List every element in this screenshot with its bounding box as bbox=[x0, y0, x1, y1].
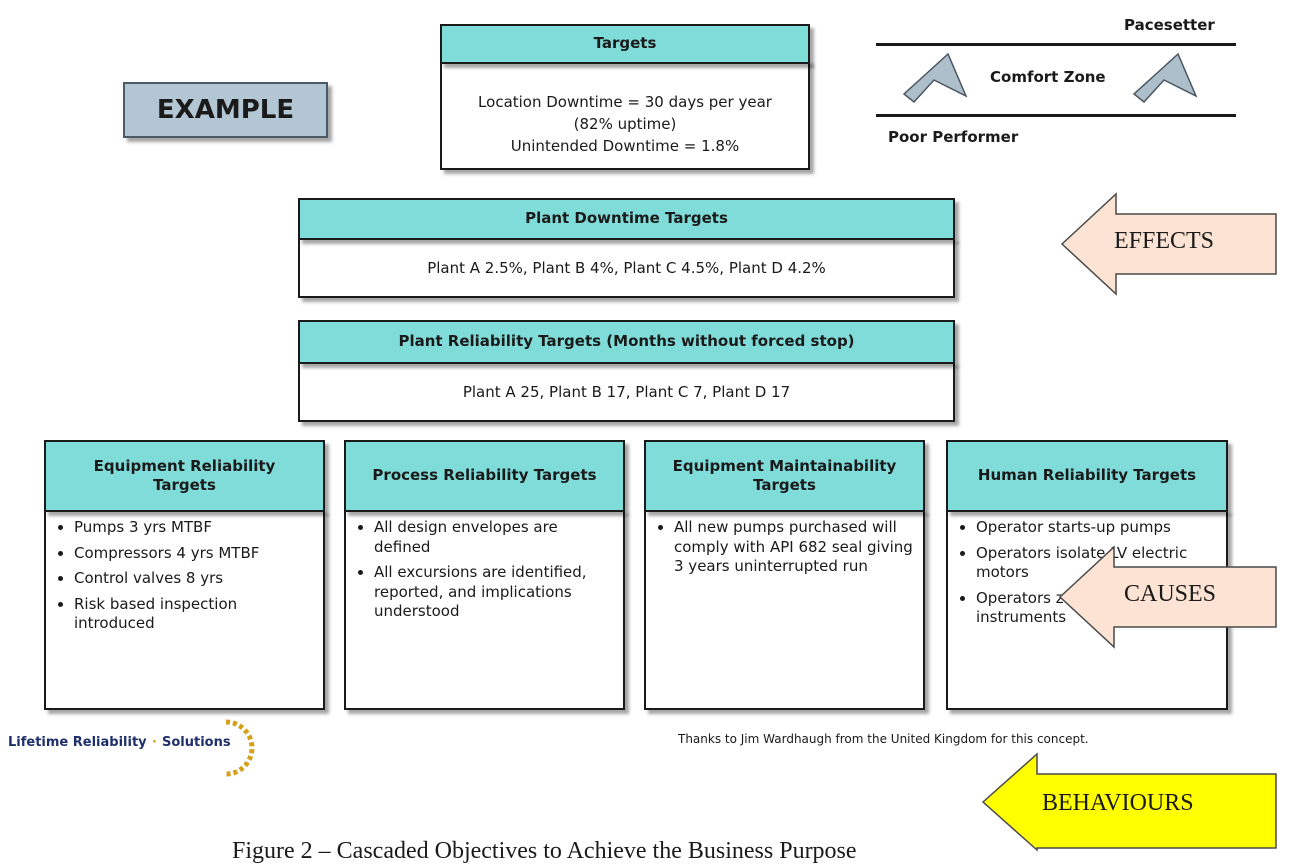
process-reliability-list: All design envelopes are defined All exc… bbox=[346, 512, 623, 622]
causes-arrow bbox=[1058, 545, 1277, 649]
equipment-maintainability-box: All new pumps purchased will comply with… bbox=[644, 510, 925, 710]
example-label: EXAMPLE bbox=[123, 82, 328, 138]
logo: Lifetime Reliability · Solutions bbox=[8, 719, 268, 778]
causes-label: CAUSES bbox=[1124, 581, 1217, 607]
behaviours-label: BEHAVIOURS bbox=[1042, 790, 1194, 816]
credit-text: Thanks to Jim Wardhaugh from the United … bbox=[678, 732, 1089, 746]
poor-performer-label: Poor Performer bbox=[888, 128, 1019, 146]
plant-downtime-header: Plant Downtime Targets bbox=[298, 198, 955, 240]
gear-icon bbox=[225, 719, 255, 777]
list-item: Control valves 8 yrs bbox=[74, 569, 315, 589]
behaviours-arrow bbox=[981, 752, 1277, 852]
plant-downtime-text: Plant A 2.5%, Plant B 4%, Plant C 4.5%, … bbox=[427, 259, 826, 277]
equipment-reliability-box: Pumps 3 yrs MTBF Compressors 4 yrs MTBF … bbox=[44, 510, 325, 710]
pacesetter-line bbox=[876, 43, 1236, 46]
list-item: Compressors 4 yrs MTBF bbox=[74, 544, 315, 564]
plant-reliability-text: Plant A 25, Plant B 17, Plant C 7, Plant… bbox=[462, 383, 791, 401]
targets-line-3: Unintended Downtime = 1.8% bbox=[510, 136, 740, 155]
targets-line-1: Location Downtime = 30 days per year bbox=[478, 93, 772, 112]
plant-reliability-box: Plant A 25, Plant B 17, Plant C 7, Plant… bbox=[298, 362, 955, 422]
list-item: Operator starts-up pumps bbox=[976, 518, 1218, 538]
equipment-maintainability-header: Equipment Maintainability Targets bbox=[644, 440, 925, 512]
human-reliability-box: Operator starts-up pumps Operators isola… bbox=[946, 510, 1228, 710]
pacesetter-label: Pacesetter bbox=[1124, 16, 1215, 34]
equipment-maintainability-list: All new pumps purchased will comply with… bbox=[646, 512, 923, 577]
list-item: Pumps 3 yrs MTBF bbox=[74, 518, 315, 538]
poor-performer-line bbox=[876, 114, 1236, 117]
plant-downtime-box: Plant A 2.5%, Plant B 4%, Plant C 4.5%, … bbox=[298, 238, 955, 298]
equipment-reliability-header: Equipment Reliability Targets bbox=[44, 440, 325, 512]
targets-box: Location Downtime = 30 days per year (82… bbox=[440, 60, 810, 170]
equipment-reliability-list: Pumps 3 yrs MTBF Compressors 4 yrs MTBF … bbox=[46, 512, 323, 634]
comfort-zone-arrows bbox=[902, 52, 1198, 104]
logo-separator: · bbox=[152, 735, 157, 750]
human-reliability-list: Operator starts-up pumps Operators isola… bbox=[948, 512, 1226, 628]
plant-reliability-header: Plant Reliability Targets (Months withou… bbox=[298, 320, 955, 364]
effects-label: EFFECTS bbox=[1114, 228, 1215, 254]
logo-text-2: Solutions bbox=[162, 735, 231, 750]
list-item: All new pumps purchased will comply with… bbox=[674, 518, 915, 577]
comfort-zone-label: Comfort Zone bbox=[990, 68, 1106, 86]
process-reliability-box: All design envelopes are defined All exc… bbox=[344, 510, 625, 710]
up-arrow-right-icon bbox=[1132, 52, 1198, 104]
list-item: All excursions are identified, reported,… bbox=[374, 563, 615, 622]
targets-header: Targets bbox=[440, 24, 810, 64]
list-item: All design envelopes are defined bbox=[374, 518, 615, 557]
logo-text-1: Lifetime Reliability bbox=[8, 735, 147, 750]
human-reliability-header: Human Reliability Targets bbox=[946, 440, 1228, 512]
up-arrow-left-icon bbox=[902, 52, 968, 104]
targets-line-2: (82% uptime) bbox=[573, 115, 677, 134]
list-item: Operators isolate LV electric motors bbox=[976, 544, 1218, 583]
process-reliability-header: Process Reliability Targets bbox=[344, 440, 625, 512]
targets-body: Location Downtime = 30 days per year (82… bbox=[442, 62, 808, 178]
list-item: Risk based inspection introduced bbox=[74, 595, 315, 634]
effects-arrow bbox=[1060, 192, 1277, 296]
